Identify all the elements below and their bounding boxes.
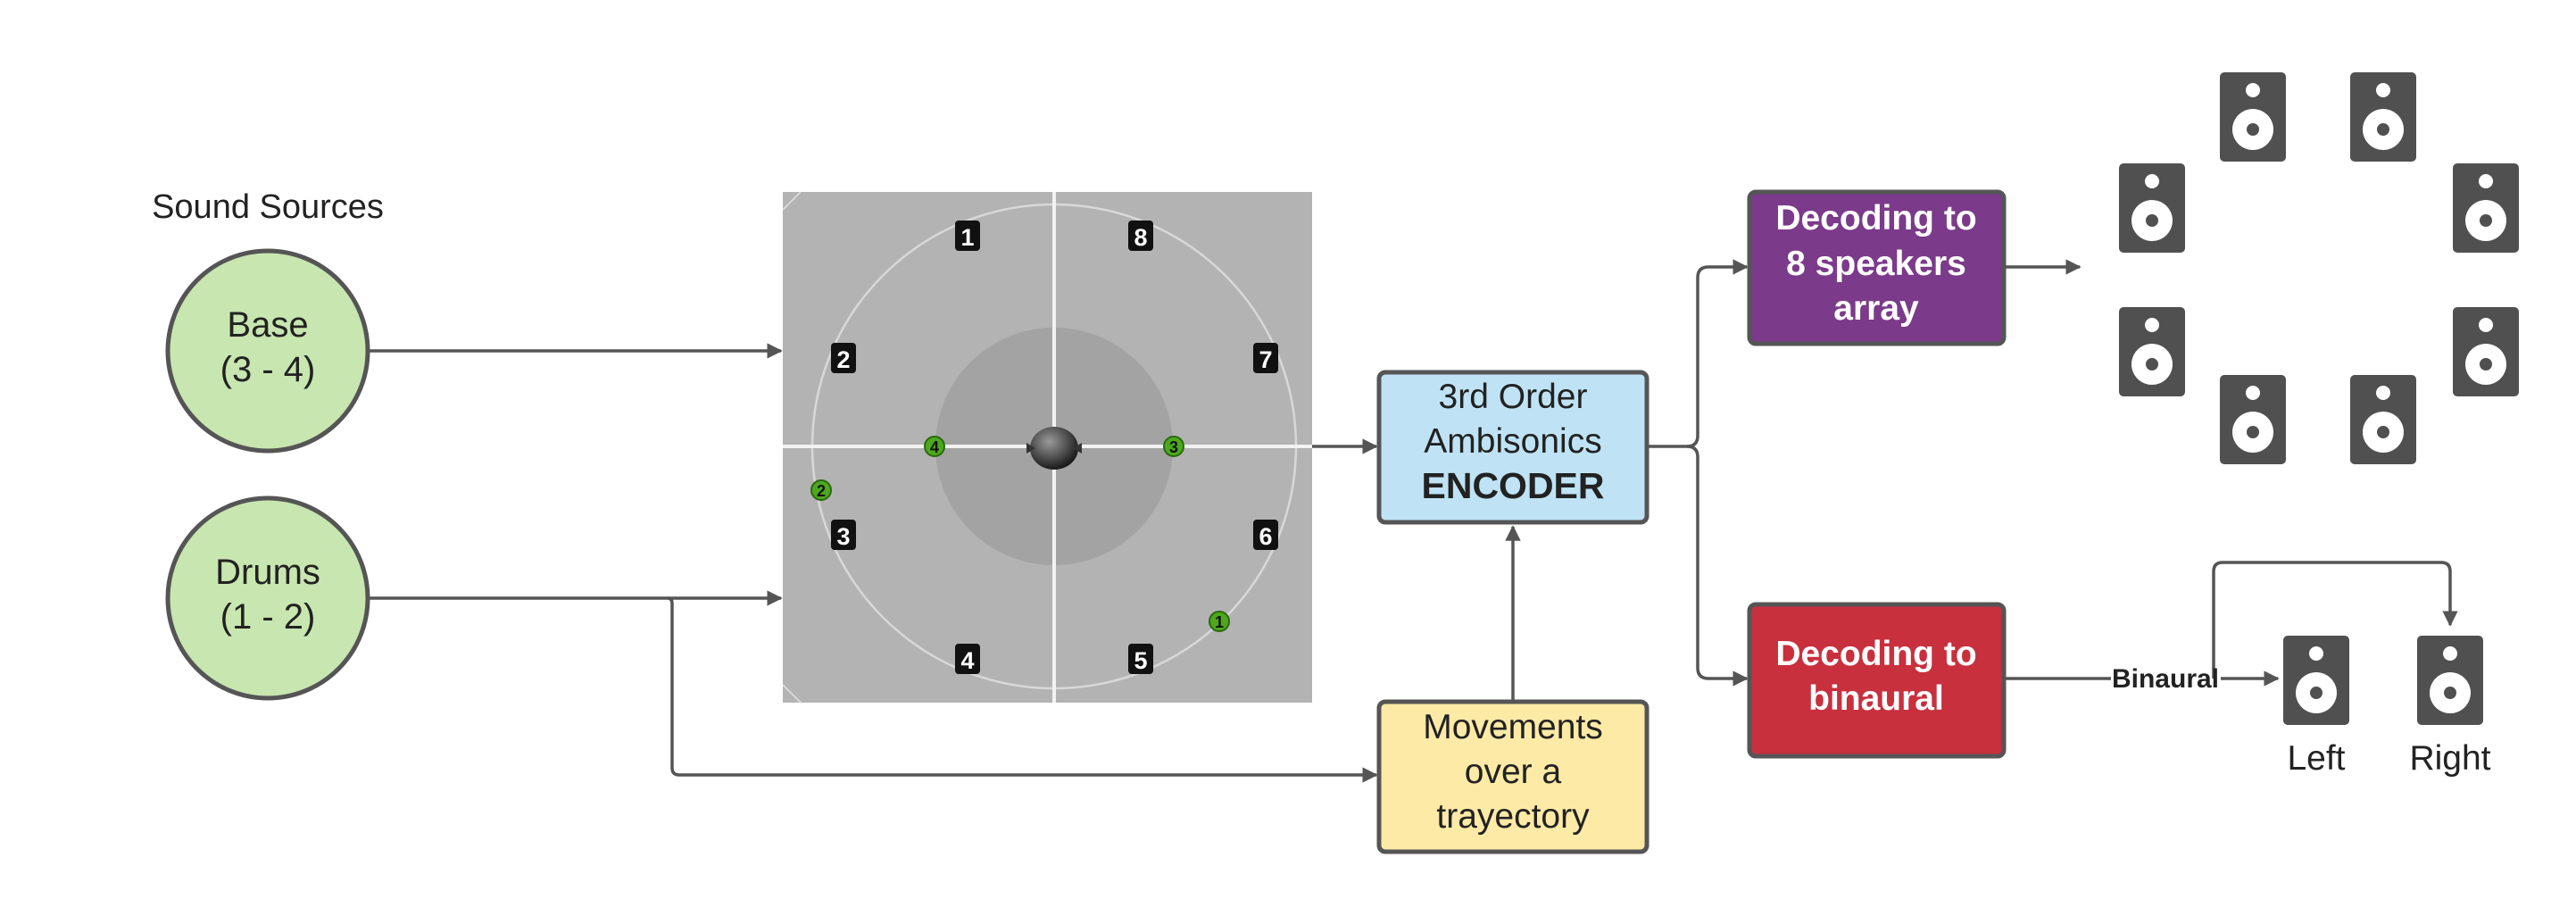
movements-label-line3: trayectory xyxy=(1436,797,1590,836)
source-position-marker[interactable]: 4 xyxy=(924,436,945,457)
speaker-icon xyxy=(2119,163,2185,253)
virtual-speaker-marker[interactable]: 8 xyxy=(1128,221,1153,251)
binaural-decoder-line1: Decoding to xyxy=(1775,635,1976,673)
panner-corner-mark xyxy=(782,191,802,211)
virtual-speaker-marker[interactable]: 3 xyxy=(831,520,856,550)
sound-sources-heading: Sound Sources xyxy=(152,188,384,226)
panner-corner-mark xyxy=(782,684,802,704)
speakers-decoder-line3: array xyxy=(1833,289,1919,328)
virtual-speaker-marker[interactable]: 7 xyxy=(1253,343,1278,373)
right-output-label: Right xyxy=(2409,739,2490,778)
speakers-decoder-box: Decoding to 8 speakers array xyxy=(1747,189,2007,346)
base-source-channels: (3 - 4) xyxy=(220,350,316,389)
virtual-speaker-marker[interactable]: 6 xyxy=(1253,520,1278,550)
svg-text:1: 1 xyxy=(1215,613,1224,631)
binaural-to-right-arrow xyxy=(2212,561,2458,679)
base-source: Base (3 - 4) xyxy=(165,248,370,454)
svg-text:3: 3 xyxy=(1169,438,1178,456)
speaker-icon xyxy=(2350,72,2416,162)
speakers-decoder-line1: Decoding to xyxy=(1775,199,1976,237)
speaker-icon xyxy=(2350,375,2416,464)
ambisonics-encoder-box: 3rd Order Ambisonics ENCODER xyxy=(1376,370,1649,525)
source-position-marker[interactable]: 1 xyxy=(1209,611,1230,632)
speaker-icon xyxy=(2119,307,2185,396)
svg-text:3: 3 xyxy=(836,523,850,550)
encoder-to-speakers-decoder-arrow xyxy=(1647,259,1749,448)
movements-label-line2: over a xyxy=(1465,753,1562,791)
drums-to-movements-arrow xyxy=(667,596,1378,783)
virtual-speaker-marker[interactable]: 5 xyxy=(1128,644,1153,674)
left-output-label: Left xyxy=(2287,739,2345,778)
encoder-label-line1: 3rd Order xyxy=(1439,378,1588,416)
left-speaker-icon xyxy=(2283,636,2349,725)
speakers-decoder-line2: 8 speakers xyxy=(1786,245,1966,283)
right-speaker-icon xyxy=(2417,636,2483,725)
drums-source-channels: (1 - 2) xyxy=(220,597,316,637)
speaker-icon xyxy=(2453,307,2519,396)
encoder-to-binaural-decoder-arrow xyxy=(1686,445,1749,687)
svg-text:1: 1 xyxy=(960,224,974,251)
binaural-signal-label: Binaural xyxy=(2112,664,2219,694)
movements-box: Movements over a trayectory xyxy=(1376,699,1649,854)
spatial-panner: 1 8 2 7 3 6 4 5 xyxy=(782,191,1312,704)
drums-source-name: Drums xyxy=(215,553,320,592)
svg-text:2: 2 xyxy=(836,346,850,373)
svg-text:6: 6 xyxy=(1259,523,1272,550)
virtual-speaker-marker[interactable]: 4 xyxy=(955,644,980,674)
speaker-array xyxy=(2119,72,2519,464)
virtual-speaker-marker[interactable]: 1 xyxy=(955,221,980,251)
source-position-marker[interactable]: 3 xyxy=(1163,436,1184,457)
left-output: Left xyxy=(2283,636,2349,778)
speaker-icon xyxy=(2220,375,2286,464)
binaural-decoder-line2: binaural xyxy=(1808,679,1944,718)
binaural-decoder-box: Decoding to binaural xyxy=(1747,602,2007,759)
svg-text:7: 7 xyxy=(1259,346,1272,373)
movements-label-line1: Movements xyxy=(1423,708,1603,746)
svg-text:4: 4 xyxy=(960,647,974,674)
speaker-icon xyxy=(2220,72,2286,162)
virtual-speaker-marker[interactable]: 2 xyxy=(831,343,856,373)
svg-text:8: 8 xyxy=(1134,224,1147,251)
svg-text:4: 4 xyxy=(930,438,939,456)
listener-head[interactable] xyxy=(1026,427,1082,470)
base-source-name: Base xyxy=(227,305,308,345)
flow-connectors xyxy=(368,259,2458,783)
encoder-label-line2: Ambisonics xyxy=(1424,422,1601,461)
svg-text:5: 5 xyxy=(1134,647,1147,674)
source-position-marker[interactable]: 2 xyxy=(810,479,832,501)
right-output: Right xyxy=(2409,636,2491,778)
drums-source: Drums (1 - 2) xyxy=(165,495,370,701)
speaker-icon xyxy=(2453,163,2519,253)
encoder-label-line3: ENCODER xyxy=(1421,465,1604,506)
svg-text:2: 2 xyxy=(817,482,826,500)
